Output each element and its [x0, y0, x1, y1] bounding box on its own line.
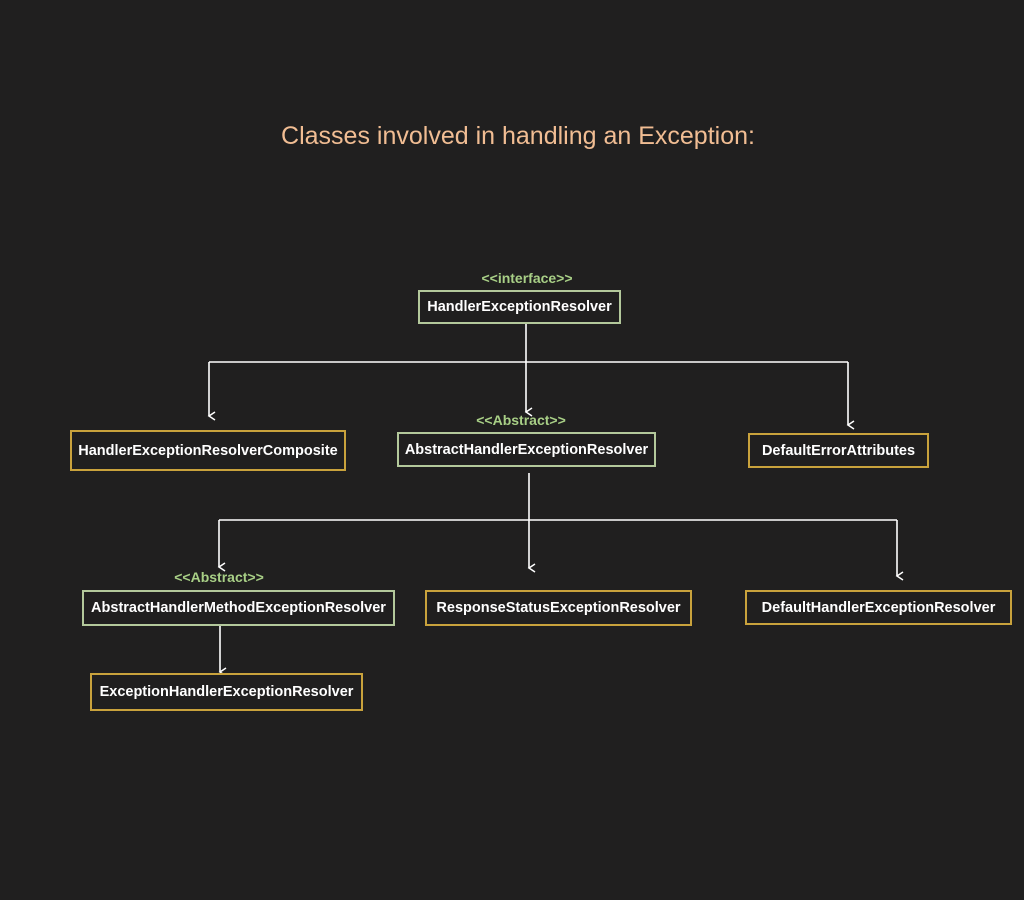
class-default-error-attributes: DefaultErrorAttributes	[748, 433, 929, 468]
class-exception-handler: ExceptionHandlerExceptionResolver	[90, 673, 363, 711]
connector-trunk-1	[209, 323, 848, 363]
class-abstract-her: AbstractHandlerExceptionResolver	[397, 432, 656, 467]
class-handler-exception-resolver: HandlerExceptionResolver	[418, 290, 621, 324]
class-response-status: ResponseStatusExceptionResolver	[425, 590, 692, 626]
abstract-stereotype: <<Abstract>>	[174, 569, 264, 585]
interface-stereotype: <<interface>>	[481, 270, 573, 286]
class-default-her: DefaultHandlerExceptionResolver	[745, 590, 1012, 625]
connector-trunk-2	[219, 473, 897, 521]
abstract-stereotype: <<Abstract>>	[476, 412, 566, 428]
diagram-title: Classes involved in handling an Exceptio…	[281, 122, 755, 150]
class-composite: HandlerExceptionResolverComposite	[70, 430, 346, 471]
class-abstract-hmer: AbstractHandlerMethodExceptionResolver	[82, 590, 395, 626]
